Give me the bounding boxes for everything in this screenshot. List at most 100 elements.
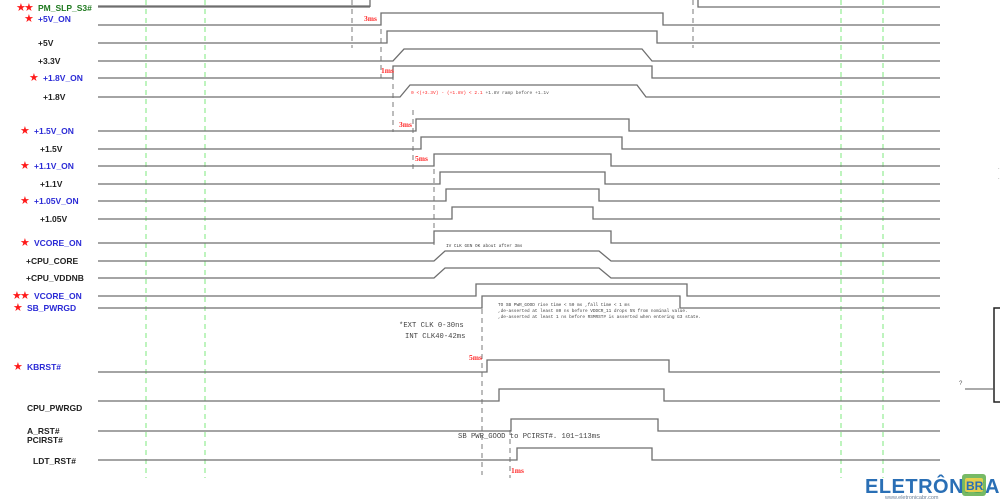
timing-annotation: 5ms (469, 353, 482, 362)
star-icon: ★ (20, 290, 30, 302)
signal-label-group: ★ +5V_ON (24, 13, 71, 25)
signal-label: +1.5V_ON (34, 126, 74, 136)
signal-label: LDT_RST# (33, 456, 76, 466)
signal-label-group: ★+1.05V_ON (20, 195, 79, 207)
signal-label-group: ★ +1.5V_ON (20, 125, 74, 137)
signal-label: +5V_ON (38, 14, 71, 24)
waveforms (98, 0, 940, 461)
star-icon: ★ (20, 237, 30, 249)
star-icon: ★ (16, 2, 26, 14)
timing-annotation: 1ms (381, 66, 394, 75)
signal-waveform (98, 188, 940, 202)
signal-waveform (98, 359, 940, 373)
signal-label: +3.3V (38, 56, 61, 66)
signal-label-group: +CPU_VDDNB (26, 273, 84, 283)
box-outline (993, 307, 1000, 403)
signal-waveform (98, 48, 940, 62)
signal-labels: ★★PM_SLP_S3#★+5V_ON+5V+3.3V★+1.8V_ON+1.8… (12, 2, 92, 466)
signal-waveform (98, 418, 940, 432)
ramp-note: 0 <(+3.3V) - (+1.8V) < 2.1 +1.8V ramp be… (411, 90, 549, 96)
signal-waveform (98, 283, 940, 297)
signal-label-group: A_RST# (27, 426, 60, 436)
star-icon: ★ (20, 195, 30, 207)
signal-label: VCORE_ON (34, 238, 82, 248)
signal-waveform (98, 171, 940, 185)
star-icon: ★ (29, 72, 39, 84)
signal-label: +1.05V (40, 214, 68, 224)
timing-annotation: 5ms (415, 154, 428, 163)
right-edge-tick: · (998, 176, 1000, 182)
star-icon: ★ (20, 125, 30, 137)
signal-label: +1.8V (43, 92, 66, 102)
signal-waveform (98, 84, 940, 98)
sb-pwrgood-note-line2: ,de-asserted at least 80 ns before VDDCR… (498, 309, 688, 314)
ramp-note-black: +1.8V ramp before +1.1v (485, 90, 549, 96)
signal-label-group: ★★PM_SLP_S3# (16, 2, 92, 14)
signal-label: SB_PWRGD (27, 303, 76, 313)
gray-markers (351, 0, 694, 478)
signal-waveform (98, 12, 940, 26)
star-icon: ★ (13, 302, 23, 314)
star-icon: ★ (13, 361, 23, 373)
star-icon: ★ (12, 290, 22, 302)
signal-label-group: +3.3V (38, 56, 61, 66)
signal-waveform (98, 30, 940, 44)
signal-label-group: ★ SB_PWRGD (13, 302, 76, 314)
signal-waveform (98, 388, 940, 402)
signal-label: +1.1V_ON (34, 161, 74, 171)
pcirst-note: SB PWR_GOOD to PCIRST#. 101~113ms (458, 433, 600, 441)
signal-label-group: +5V (38, 38, 54, 48)
question-mark: ? (959, 381, 963, 387)
signal-waveform (98, 250, 940, 262)
signal-label-group: LDT_RST# (33, 456, 76, 466)
ext-clk-note: *EXT CLK 0-30ns (399, 322, 464, 330)
watermark-url: www.eletronicabr.com (884, 495, 939, 501)
signal-label-group: +1.05V (40, 214, 68, 224)
star-icon: ★ (24, 13, 34, 25)
signal-label: CPU_PWRGD (27, 403, 82, 413)
right-box: ? · · (959, 166, 1000, 403)
signal-label: +1.1V (40, 179, 63, 189)
signal-label-group: +CPU_CORE (26, 256, 79, 266)
timing-annotation: 3ms (399, 120, 412, 129)
right-edge-tick: · (998, 166, 1000, 172)
sb-pwrgood-note-line3: ,de-asserted at least 1 ns before RSMRST… (498, 315, 701, 320)
signal-label: +1.5V (40, 144, 63, 154)
signal-label-group: PCIRST# (27, 435, 63, 445)
watermark-badge: BR (966, 479, 984, 493)
signal-label: +CPU_CORE (26, 256, 79, 266)
green-guides (145, 0, 884, 478)
watermark-badge-inner (965, 478, 983, 492)
signal-label: A_RST# (27, 426, 60, 436)
signal-waveform (98, 136, 940, 150)
signal-label: +CPU_VDDNB (26, 273, 84, 283)
signal-label-group: ★ VCORE_ON (20, 237, 82, 249)
signal-label-group: ★ KBRST# (13, 361, 61, 373)
signal-waveform (98, 206, 940, 220)
signal-label-group: ★ +1.8V_ON (29, 72, 83, 84)
signal-waveform (98, 153, 940, 167)
int-clk-note: INT CLK40-42ms (405, 333, 465, 341)
sb-pwrgood-note-line1: TO SB PWR_GOOD rise time < 50 ms ,fall t… (498, 303, 630, 308)
clk-gen-note: IV CLK GEN OK about after 3ms (446, 244, 523, 249)
signal-label: PCIRST# (27, 435, 63, 445)
signal-label-group: +1.5V (40, 144, 63, 154)
signal-waveform (697, 0, 940, 8)
signal-waveform (98, 118, 940, 132)
timing-annotation: 3ms (364, 14, 377, 23)
signal-label: +1.8V_ON (43, 73, 83, 83)
signal-label-group: ★ +1.1V_ON (20, 160, 74, 172)
signal-waveform (98, 230, 940, 244)
signal-label-group: ★★ VCORE_ON (12, 290, 82, 302)
signal-label-group: +1.1V (40, 179, 63, 189)
signal-label: KBRST# (27, 362, 61, 372)
ramp-note-red: 0 <(+3.3V) - (+1.8V) < 2.1 (411, 90, 483, 96)
star-icon: ★ (20, 160, 30, 172)
signal-label-group: CPU_PWRGD (27, 403, 82, 413)
signal-waveform (98, 447, 940, 461)
star-icon: ★ (24, 2, 34, 14)
signal-waveform (98, 65, 940, 79)
signal-label: VCORE_ON (34, 291, 82, 301)
signal-label-group: +1.8V (43, 92, 66, 102)
